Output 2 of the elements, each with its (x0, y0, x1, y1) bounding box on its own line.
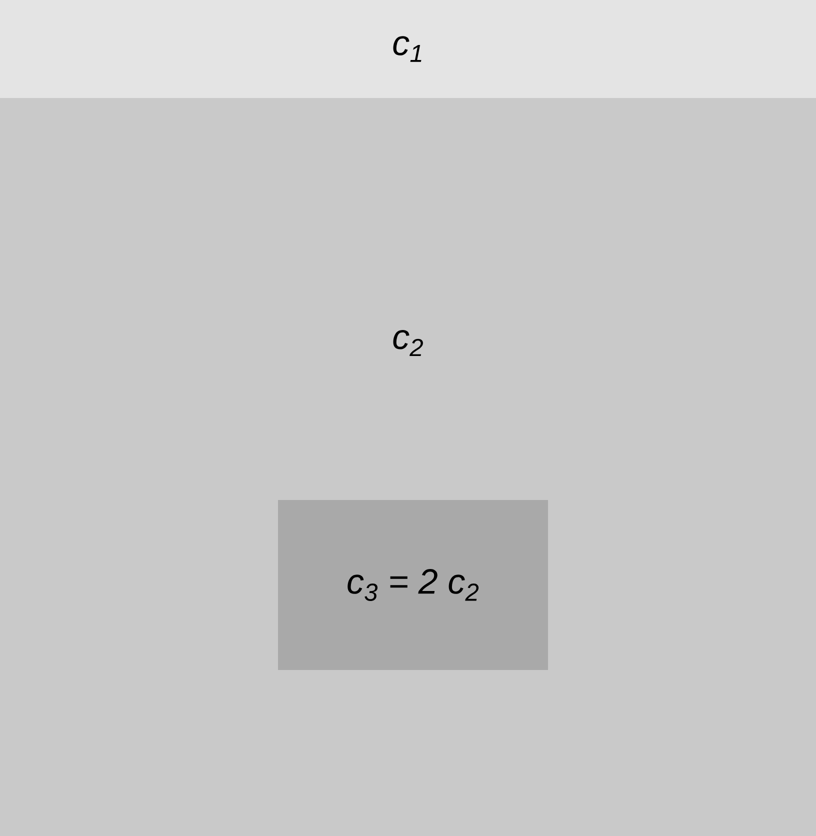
header-band: c$_{1}$ (0, 0, 816, 98)
inner-box: c$_{3}$ = 2 c$_{2}$ (278, 500, 548, 670)
